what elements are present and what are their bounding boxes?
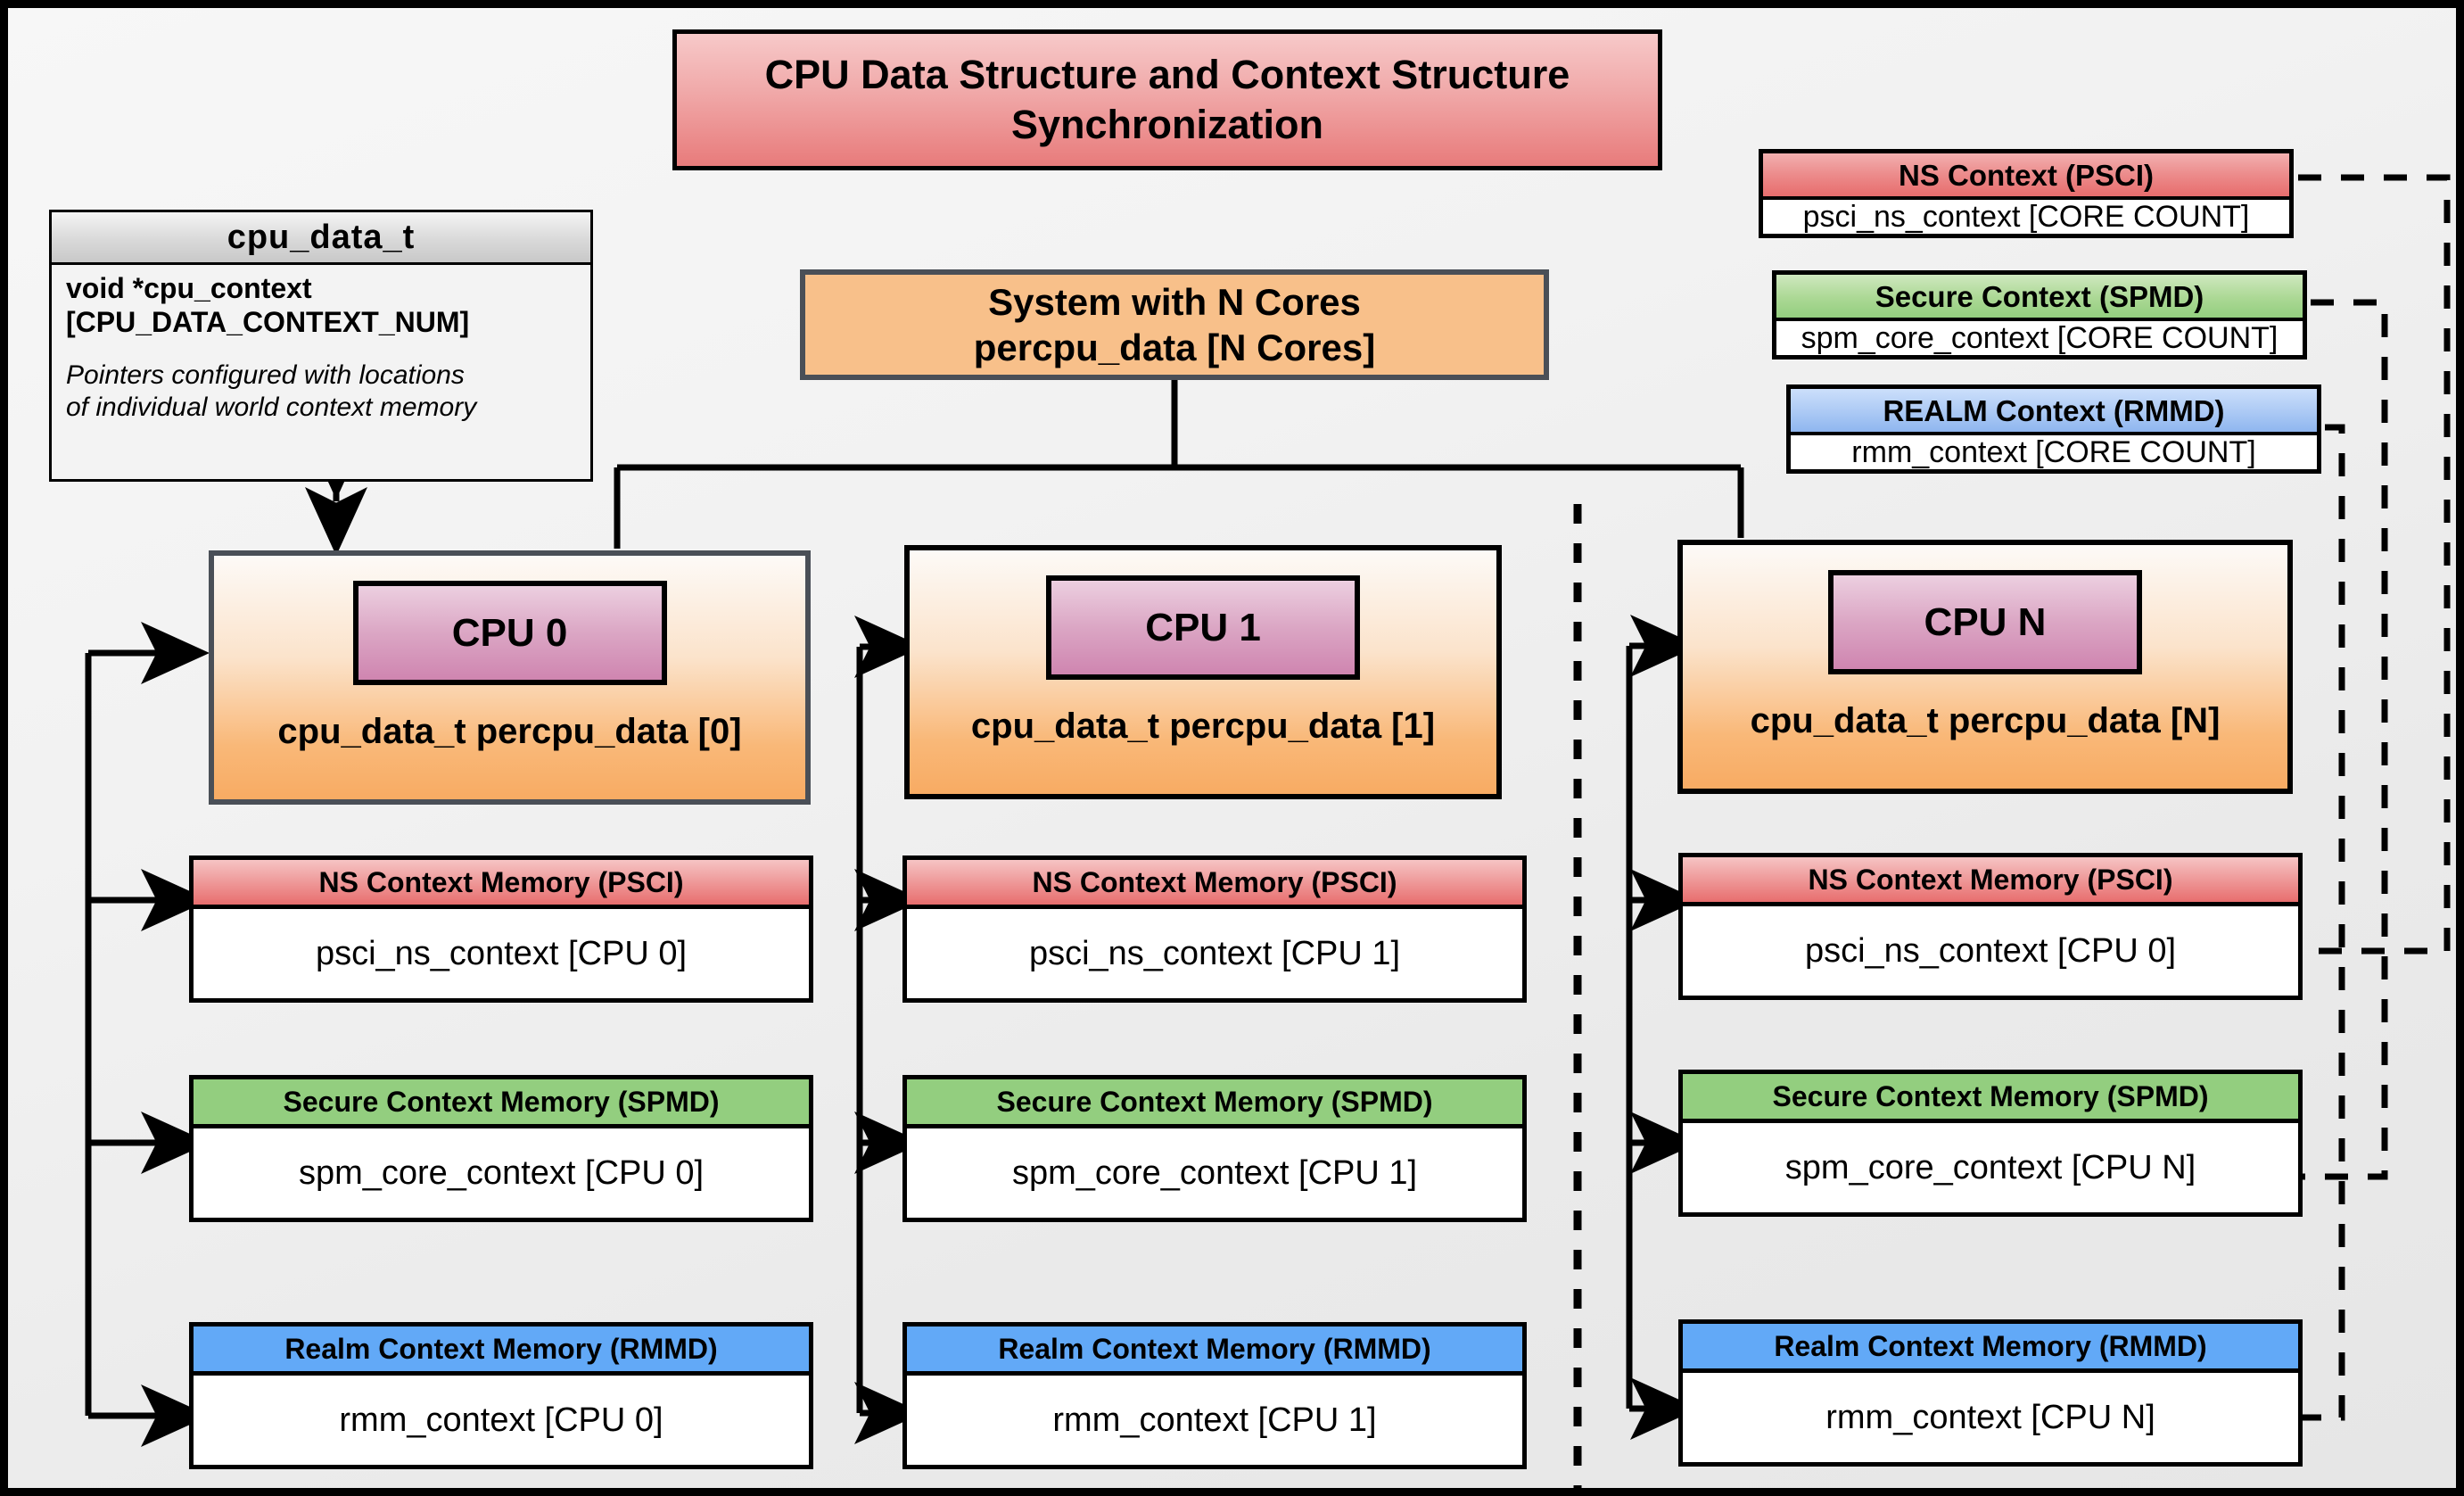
cpu-label-1: cpu_data_t percpu_data [1] — [970, 707, 1436, 746]
mem-realm-cpu1-header: Realm Context Memory (RMMD) — [907, 1327, 1522, 1376]
global-context-realm-header: REALM Context (RMMD) — [1791, 389, 2317, 435]
mem-ns-cpu0-body: psci_ns_context [CPU 0] — [194, 909, 809, 998]
cpu-chip-1: CPU 1 — [1046, 575, 1360, 680]
global-context-secure: Secure Context (SPMD) spm_core_context [… — [1772, 270, 2307, 360]
global-context-ns-body: psci_ns_context [CORE COUNT] — [1763, 200, 2289, 234]
mem-ns-cpun: NS Context Memory (PSCI) psci_ns_context… — [1678, 853, 2303, 1000]
mem-realm-cpun-header: Realm Context Memory (RMMD) — [1683, 1324, 2298, 1373]
cpu-chip-0: CPU 0 — [352, 581, 667, 685]
cpu-label-0: cpu_data_t percpu_data [0] — [277, 712, 742, 751]
mem-realm-cpun-body: rmm_context [CPU N] — [1683, 1373, 2298, 1462]
mem-secure-cpu1-header: Secure Context Memory (SPMD) — [907, 1079, 1522, 1128]
mem-ns-cpu1: NS Context Memory (PSCI) psci_ns_context… — [902, 855, 1527, 1003]
mem-secure-cpu0-header: Secure Context Memory (SPMD) — [194, 1079, 809, 1128]
cpu-data-t-body: void *cpu_context [CPU_DATA_CONTEXT_NUM]… — [52, 265, 590, 479]
global-context-secure-header: Secure Context (SPMD) — [1776, 275, 2303, 321]
global-context-ns-header: NS Context (PSCI) — [1763, 153, 2289, 200]
cpu-data-t-field-line2: [CPU_DATA_CONTEXT_NUM] — [66, 305, 470, 338]
mem-secure-cpun: Secure Context Memory (SPMD) spm_core_co… — [1678, 1070, 2303, 1217]
global-context-realm-body: rmm_context [CORE COUNT] — [1791, 435, 2317, 469]
mem-ns-cpu1-body: psci_ns_context [CPU 1] — [907, 909, 1522, 998]
cpu-block-0: CPU 0 cpu_data_t percpu_data [0] — [209, 550, 811, 805]
cpu-block-1: CPU 1 cpu_data_t percpu_data [1] — [904, 545, 1502, 799]
mem-realm-cpu0-header: Realm Context Memory (RMMD) — [194, 1327, 809, 1376]
system-overview-box: System with N Cores percpu_data [N Cores… — [800, 269, 1549, 380]
cpu-chip-n: CPU N — [1828, 570, 2142, 674]
cpu-label-n: cpu_data_t percpu_data [N] — [1750, 701, 2221, 740]
cpu-data-t-note-line1: Pointers configured with locations — [66, 360, 465, 390]
cpu-data-t-note-line2: of individual world context memory — [66, 392, 477, 422]
mem-ns-cpu1-header: NS Context Memory (PSCI) — [907, 860, 1522, 909]
mem-secure-cpu1-body: spm_core_context [CPU 1] — [907, 1128, 1522, 1218]
mem-realm-cpu0-body: rmm_context [CPU 0] — [194, 1376, 809, 1465]
mem-secure-cpun-header: Secure Context Memory (SPMD) — [1683, 1074, 2298, 1123]
cpu-data-t-card: cpu_data_t void *cpu_context [CPU_DATA_C… — [49, 210, 593, 482]
global-context-ns: NS Context (PSCI) psci_ns_context [CORE … — [1759, 149, 2294, 238]
mem-ns-cpu0: NS Context Memory (PSCI) psci_ns_context… — [189, 855, 813, 1003]
page-title: CPU Data Structure and Context Structure… — [672, 29, 1662, 170]
global-context-realm: REALM Context (RMMD) rmm_context [CORE C… — [1786, 384, 2321, 474]
cpu-data-t-header: cpu_data_t — [52, 212, 590, 265]
system-line2: percpu_data [N Cores] — [973, 326, 1376, 368]
mem-realm-cpu0: Realm Context Memory (RMMD) rmm_context … — [189, 1322, 813, 1469]
cpu-data-t-field-line1: void *cpu_context — [66, 272, 312, 304]
system-line1: System with N Cores — [988, 280, 1361, 323]
mem-realm-cpu1-body: rmm_context [CPU 1] — [907, 1376, 1522, 1465]
mem-ns-cpun-header: NS Context Memory (PSCI) — [1683, 857, 2298, 906]
cpu-block-n: CPU N cpu_data_t percpu_data [N] — [1677, 540, 2293, 794]
mem-secure-cpu0-body: spm_core_context [CPU 0] — [194, 1128, 809, 1218]
mem-realm-cpun: Realm Context Memory (RMMD) rmm_context … — [1678, 1319, 2303, 1467]
global-context-secure-body: spm_core_context [CORE COUNT] — [1776, 321, 2303, 355]
mem-realm-cpu1: Realm Context Memory (RMMD) rmm_context … — [902, 1322, 1527, 1469]
mem-ns-cpu0-header: NS Context Memory (PSCI) — [194, 860, 809, 909]
mem-secure-cpu0: Secure Context Memory (SPMD) spm_core_co… — [189, 1075, 813, 1222]
mem-secure-cpu1: Secure Context Memory (SPMD) spm_core_co… — [902, 1075, 1527, 1222]
mem-secure-cpun-body: spm_core_context [CPU N] — [1683, 1123, 2298, 1212]
mem-ns-cpun-body: psci_ns_context [CPU 0] — [1683, 906, 2298, 996]
